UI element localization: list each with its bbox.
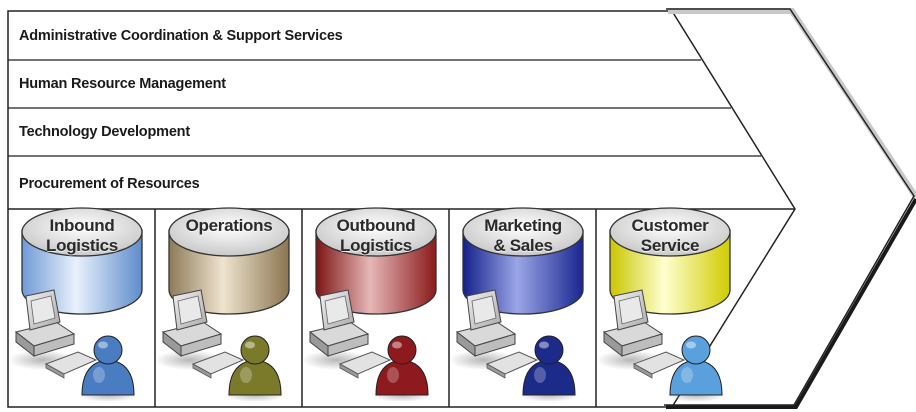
support-activity-label: Procurement of Resources [19, 176, 200, 192]
support-activity-label: Administrative Coordination & Support Se… [19, 28, 343, 44]
person-icon [519, 335, 579, 402]
primary-activity-2 [302, 207, 437, 402]
keyboard-icon [632, 351, 686, 379]
keyboard-icon [44, 351, 98, 379]
primary-activity-4 [596, 207, 731, 402]
person-icon [225, 335, 285, 402]
primary-activity-label: Operations [185, 216, 273, 235]
primary-activity-label: Marketing& Sales [484, 216, 562, 255]
computer-icon [449, 289, 517, 370]
primary-activity-3 [449, 207, 584, 402]
keyboard-icon [338, 351, 392, 379]
computer-icon [302, 289, 370, 370]
primary-activity-1 [155, 207, 290, 402]
person-icon [666, 335, 726, 402]
support-activity-label: Human Resource Management [19, 76, 226, 92]
person-icon [372, 335, 432, 402]
keyboard-icon [191, 351, 245, 379]
keyboard-icon [485, 351, 539, 379]
support-activity-label: Technology Development [19, 124, 190, 140]
person-icon [78, 335, 138, 402]
primary-activity-0 [8, 207, 143, 402]
